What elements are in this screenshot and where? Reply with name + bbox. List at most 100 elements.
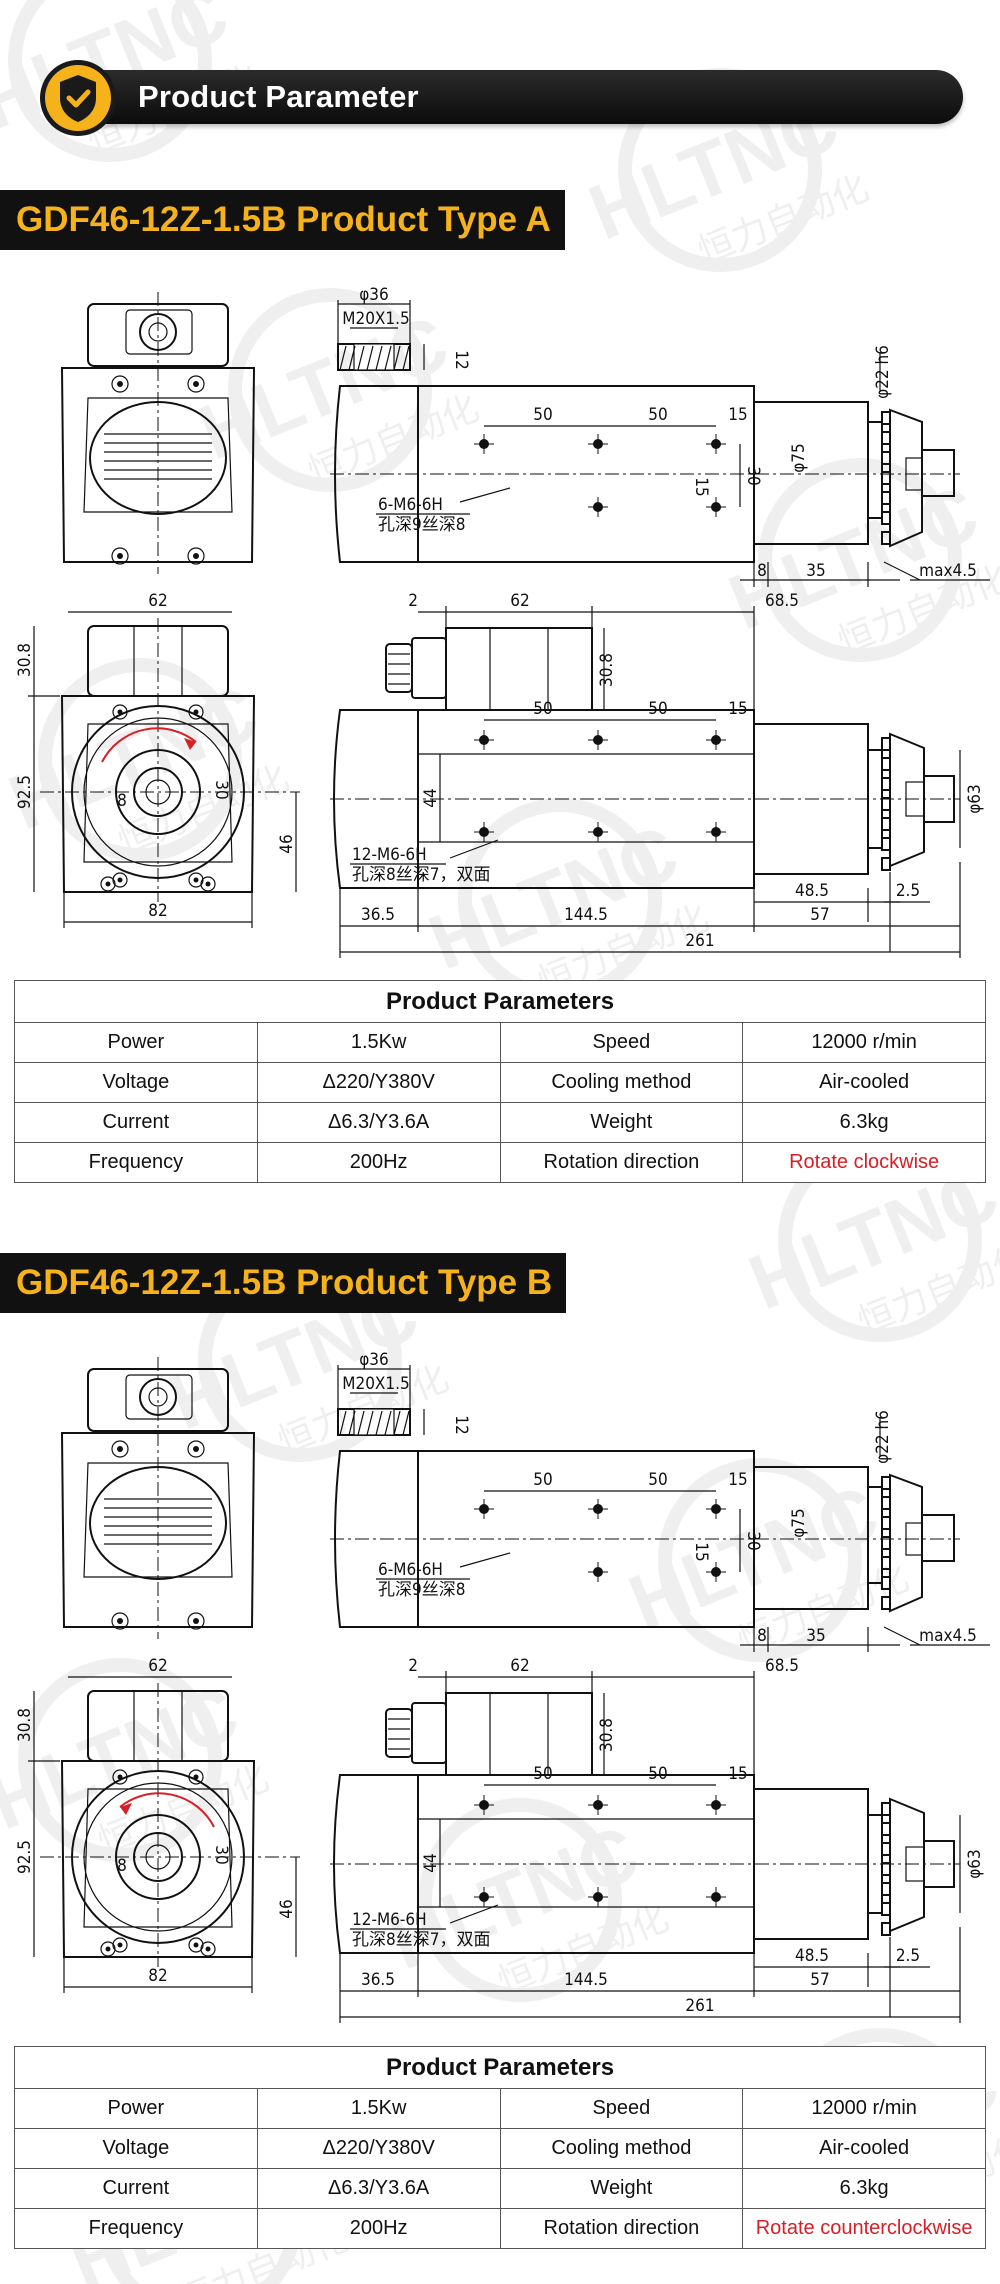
param-value: 200Hz: [256, 2208, 501, 2249]
param-label: Cooling method: [499, 1062, 744, 1103]
table-row: Voltage Δ220/Y380V Cooling method Air-co…: [14, 2128, 986, 2169]
param-value: 12000 r/min: [742, 1022, 986, 1063]
dimension-label-d15: 15: [728, 699, 747, 719]
dimension-label-d925: 92.5: [15, 1840, 35, 1874]
end-view-top: [60, 292, 256, 574]
dimension-label-d44: 44: [421, 1853, 441, 1872]
dimension-label-top_hole_note_2: 孔深9丝深8: [378, 515, 465, 535]
section-title-type-b: GDF46-12Z-1.5B Product Type B: [0, 1253, 567, 1313]
dimension-label-d50: 50: [533, 699, 552, 719]
dimension-label-d308: 30.8: [597, 653, 617, 687]
dimension-label-d62: 62: [510, 591, 529, 611]
dimension-label-d685: 68.5: [765, 1656, 799, 1676]
param-label: Speed: [499, 1022, 744, 1063]
dimension-label-side_hole_note_1: 12-M6-6H: [352, 845, 427, 865]
rotation-arrow: [119, 1792, 215, 1828]
table-heading: Product Parameters: [14, 980, 986, 1023]
end-view-top: [60, 1357, 256, 1639]
dimension-label-d308: 30.8: [15, 1708, 35, 1742]
rotation-arrowhead: [120, 1803, 132, 1815]
section-title-type-a: GDF46-12Z-1.5B Product Type A: [0, 190, 565, 250]
dimension-label-d1445: 144.5: [564, 905, 608, 925]
table-row: Power 1.5Kw Speed 12000 r/min: [14, 2088, 986, 2129]
end-view-rotation: 62 8 30 30.8 92.5 46 82: [15, 1656, 300, 1993]
dimension-label-d44: 44: [421, 788, 441, 807]
param-label: Voltage: [14, 2128, 258, 2169]
table-row: Voltage Δ220/Y380V Cooling method Air-co…: [14, 1062, 986, 1103]
param-value: 1.5Kw: [256, 1022, 501, 1063]
dimension-label-side_hole_note_1: 12-M6-6H: [352, 1910, 427, 1930]
dimension-label-d308: 30.8: [15, 643, 35, 677]
dimension-label-shaft_diameter: φ22 h6: [873, 345, 893, 399]
dimension-label-d2: 2: [408, 591, 418, 611]
parameter-table-type-b: Product Parameters Power 1.5Kw Speed 120…: [14, 2046, 986, 2249]
rotation-arrowhead: [184, 738, 196, 750]
dimension-label-side_hole_note_2: 孔深8丝深7，双面: [352, 1930, 490, 1950]
dimension-label-nut_height: 12: [451, 350, 471, 369]
banner-title: Product Parameter: [138, 79, 419, 114]
dimension-label-d8: 8: [757, 561, 767, 581]
param-label: Frequency: [14, 1142, 258, 1183]
param-value: Δ6.3/Y3.6A: [256, 1102, 501, 1143]
product-parameter-banner: Product Parameter: [38, 58, 963, 138]
param-value: Air-cooled: [742, 1062, 986, 1103]
table-row: Frequency 200Hz Rotation direction Rotat…: [14, 1142, 986, 1183]
param-value: 12000 r/min: [742, 2088, 986, 2129]
dimension-label-d30: 30: [211, 1845, 231, 1864]
dimension-label-d8: 8: [117, 791, 127, 811]
dimension-label-d8: 8: [117, 1856, 127, 1876]
dimension-label-d25: 2.5: [896, 1946, 920, 1966]
dimension-label-shaft_diameter: φ22 h6: [873, 1410, 893, 1464]
dimension-label-d46: 46: [277, 1899, 297, 1918]
dimension-label-d30: 30: [211, 780, 231, 799]
dimension-label-d62: 62: [148, 591, 167, 611]
dimension-label-body_diameter: φ75: [789, 1508, 809, 1538]
param-label: Weight: [499, 1102, 744, 1143]
param-label: Current: [14, 2168, 258, 2209]
param-value: Δ6.3/Y3.6A: [256, 2168, 501, 2209]
dimension-label-d1445: 144.5: [564, 1970, 608, 1990]
dimension-label-d50: 50: [533, 1470, 552, 1490]
dimension-label-d62: 62: [148, 1656, 167, 1676]
dimension-label-d50: 50: [648, 1470, 667, 1490]
dimension-label-flange_diameter: φ63: [965, 1849, 985, 1879]
dimension-label-side_hole_note_2: 孔深8丝深7，双面: [352, 865, 490, 885]
dimension-label-d50: 50: [648, 405, 667, 425]
param-value: 6.3kg: [742, 1102, 986, 1143]
param-label: Current: [14, 1102, 258, 1143]
dimension-label-d82: 82: [148, 1966, 167, 1986]
dimension-label-d30: 30: [743, 1531, 763, 1550]
parameter-table-type-a: Product Parameters Power 1.5Kw Speed 120…: [14, 980, 986, 1183]
dimension-label-d685: 68.5: [765, 591, 799, 611]
dimension-label-d261: 261: [685, 931, 714, 951]
table-row: Frequency 200Hz Rotation direction Rotat…: [14, 2208, 986, 2249]
param-value: 1.5Kw: [256, 2088, 501, 2129]
dimension-label-nut_height: 12: [451, 1415, 471, 1434]
dimension-label-d925: 92.5: [15, 775, 35, 809]
param-label: Rotation direction: [499, 2208, 744, 2249]
rotation-direction-value: Rotate clockwise: [742, 1142, 986, 1183]
dimension-label-d485: 48.5: [795, 1946, 829, 1966]
param-value: 200Hz: [256, 1142, 501, 1183]
dimension-label-nut_diameter: φ36: [359, 285, 389, 305]
shield-check-icon: [40, 60, 116, 136]
param-label: Cooling method: [499, 2128, 744, 2169]
param-value: 6.3kg: [742, 2168, 986, 2209]
dimension-label-d46: 46: [277, 834, 297, 853]
dimension-label-d8: 8: [757, 1626, 767, 1646]
dimension-label-d365: 36.5: [361, 905, 395, 925]
dimension-label-d50: 50: [648, 699, 667, 719]
param-value: Δ220/Y380V: [256, 1062, 501, 1103]
param-label: Power: [14, 1022, 258, 1063]
dimension-label-max45: max4.5: [919, 561, 977, 581]
dimension-label-d35: 35: [806, 561, 825, 581]
